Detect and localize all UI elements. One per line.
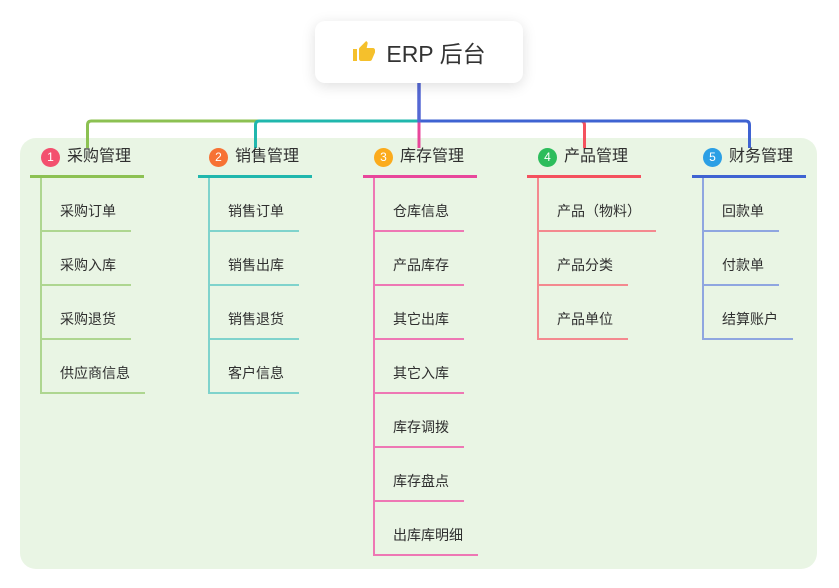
root-node[interactable]: ERP 后台: [315, 21, 523, 83]
branch-node[interactable]: 5 财务管理: [692, 146, 806, 178]
child-node[interactable]: 销售订单: [210, 178, 299, 232]
child-label: 采购退货: [60, 311, 116, 327]
child-node[interactable]: 库存盘点: [375, 448, 464, 502]
child-label: 供应商信息: [60, 365, 130, 381]
child-label: 回款单: [722, 203, 764, 219]
child-label: 销售订单: [228, 203, 284, 219]
child-label: 付款单: [722, 257, 764, 273]
child-node[interactable]: 产品（物料）: [539, 178, 656, 232]
child-node[interactable]: 付款单: [704, 232, 779, 286]
root-title: ERP 后台: [386, 41, 486, 67]
branch-2: 2 销售管理销售订单销售出库销售退货客户信息: [198, 146, 312, 394]
child-node[interactable]: 供应商信息: [42, 340, 145, 394]
branch-label: 库存管理: [400, 148, 465, 165]
branch-5: 5 财务管理回款单付款单结算账户: [692, 146, 806, 340]
child-node[interactable]: 产品单位: [539, 286, 628, 340]
child-label: 产品分类: [557, 257, 613, 273]
child-node[interactable]: 销售出库: [210, 232, 299, 286]
branch-label: 销售管理: [235, 148, 300, 165]
branch-children: 回款单付款单结算账户: [702, 178, 793, 340]
child-node[interactable]: 仓库信息: [375, 178, 464, 232]
child-node[interactable]: 采购订单: [42, 178, 131, 232]
branch-number-badge: 3: [374, 147, 393, 167]
branch-label: 采购管理: [67, 148, 132, 165]
branch-children: 产品（物料） 产品分类产品单位: [537, 178, 656, 340]
child-node[interactable]: 产品分类: [539, 232, 628, 286]
branch-children: 销售订单销售出库销售退货客户信息: [208, 178, 299, 394]
branch-node[interactable]: 1 采购管理: [30, 146, 144, 178]
child-label: 库存盘点: [393, 473, 449, 489]
child-label: 客户信息: [228, 365, 284, 381]
child-label: 结算账户: [722, 311, 778, 327]
child-label: 出库库明细: [393, 527, 463, 543]
child-label: 销售出库: [228, 257, 284, 273]
branch-3: 3 库存管理仓库信息产品库存其它出库其它入库库存调拨库存盘点出库库明细: [363, 146, 478, 556]
child-node[interactable]: 库存调拨: [375, 394, 464, 448]
child-node[interactable]: 其它入库: [375, 340, 464, 394]
branch-label: 产品管理: [564, 148, 629, 165]
child-label: 采购入库: [60, 257, 116, 273]
child-node[interactable]: 回款单: [704, 178, 779, 232]
branch-children: 仓库信息产品库存其它出库其它入库库存调拨库存盘点出库库明细: [373, 178, 478, 556]
child-label: 产品库存: [393, 257, 449, 273]
child-label: 其它入库: [393, 365, 449, 381]
child-node[interactable]: 其它出库: [375, 286, 464, 340]
child-label: 销售退货: [228, 311, 284, 327]
branch-node[interactable]: 4 产品管理: [527, 146, 641, 178]
branch-number-badge: 2: [209, 147, 228, 167]
branch-number-badge: 5: [703, 147, 722, 167]
branches-panel: [20, 138, 817, 569]
child-node[interactable]: 采购退货: [42, 286, 131, 340]
child-node[interactable]: 结算账户: [704, 286, 793, 340]
child-node[interactable]: 采购入库: [42, 232, 131, 286]
child-node[interactable]: 销售退货: [210, 286, 299, 340]
child-node[interactable]: 客户信息: [210, 340, 299, 394]
child-label: 产品单位: [557, 311, 613, 327]
branch-4: 4 产品管理产品（物料） 产品分类产品单位: [527, 146, 656, 340]
branch-1: 1 采购管理采购订单采购入库采购退货供应商信息: [30, 146, 145, 394]
child-label: 采购订单: [60, 203, 116, 219]
child-node[interactable]: 出库库明细: [375, 502, 478, 556]
child-label: 产品（物料）: [557, 203, 641, 219]
child-label: 仓库信息: [393, 203, 449, 219]
branch-node[interactable]: 3 库存管理: [363, 146, 477, 178]
branch-number-badge: 1: [41, 147, 60, 167]
thumbs-up-icon: [352, 40, 376, 64]
branch-children: 采购订单采购入库采购退货供应商信息: [40, 178, 145, 394]
child-node[interactable]: 产品库存: [375, 232, 464, 286]
branch-node[interactable]: 2 销售管理: [198, 146, 312, 178]
child-label: 库存调拨: [393, 419, 449, 435]
branch-number-badge: 4: [538, 147, 557, 167]
branch-label: 财务管理: [729, 148, 794, 165]
child-label: 其它出库: [393, 311, 449, 327]
